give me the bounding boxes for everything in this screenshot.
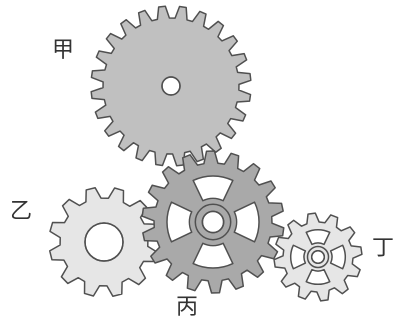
gear-ding-body (274, 213, 362, 301)
gear-yi-body (50, 188, 159, 297)
gear-ding-label: 丁 (372, 236, 394, 261)
gear-ding-hub-hole (312, 251, 325, 264)
gear-bing (142, 151, 284, 293)
gear-ding (274, 213, 362, 301)
gear-bing-label: 丙 (176, 295, 198, 320)
gear-jia (91, 6, 251, 166)
gear-yi (50, 188, 159, 297)
gear-yi-label: 乙 (10, 199, 32, 224)
gear-jia-hub-hole (162, 77, 180, 95)
gear-bing-body (142, 151, 284, 293)
gear-jia-label: 甲 (52, 38, 74, 63)
gear-yi-hub-hole (85, 223, 123, 261)
gear-bing-hub-hole (202, 211, 223, 232)
gear-jia-body (91, 6, 251, 166)
